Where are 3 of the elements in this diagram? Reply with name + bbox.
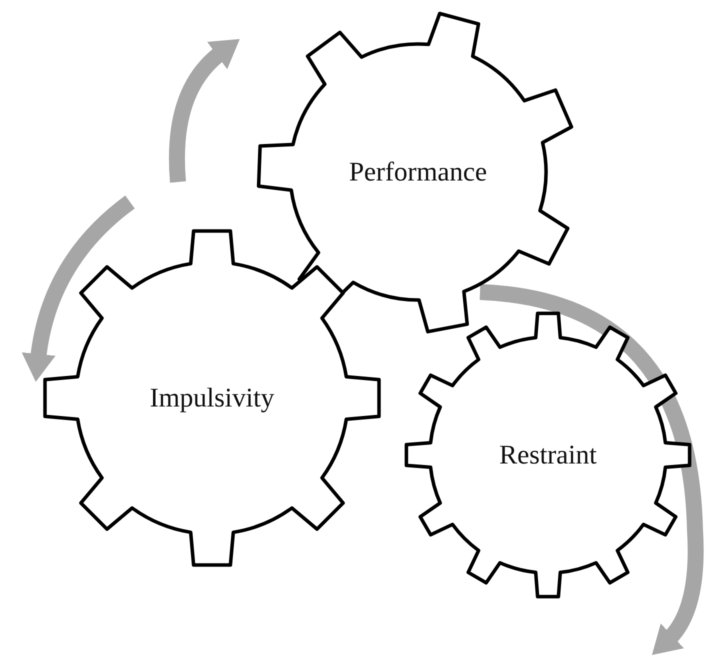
gear-label: Performance xyxy=(349,156,487,188)
gear-label: Restraint xyxy=(499,440,597,470)
gear-label: Impulsivity xyxy=(150,382,274,414)
